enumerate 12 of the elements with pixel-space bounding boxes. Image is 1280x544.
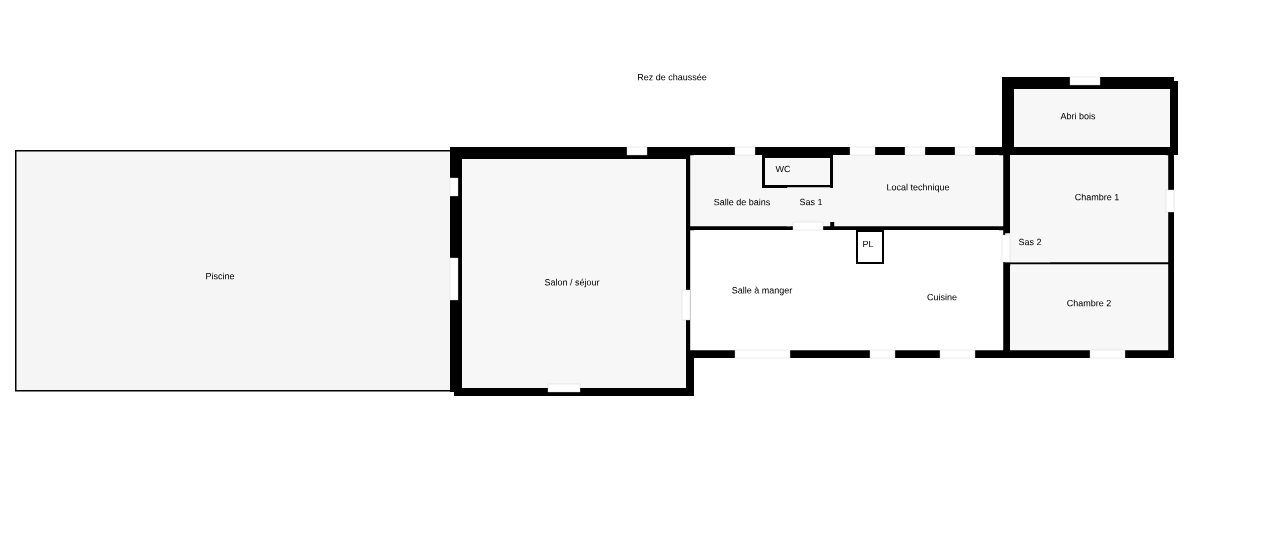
pool: Piscine [15,150,452,392]
room: Chambre 2 [1010,264,1169,351]
title: Rez de chaussée [637,73,707,81]
node-label: Chambre 2 [1067,299,1111,307]
closet: PL [856,230,884,264]
node-label: Sas 2 [1018,238,1042,246]
node-label: Chambre 1 [1075,193,1119,201]
node-label: Sas 1 [799,198,823,206]
room: Abri bois [1006,81,1178,155]
room: Local technique [834,155,1004,227]
node-label: Salle de bains [714,198,770,206]
room: WC [762,155,833,188]
